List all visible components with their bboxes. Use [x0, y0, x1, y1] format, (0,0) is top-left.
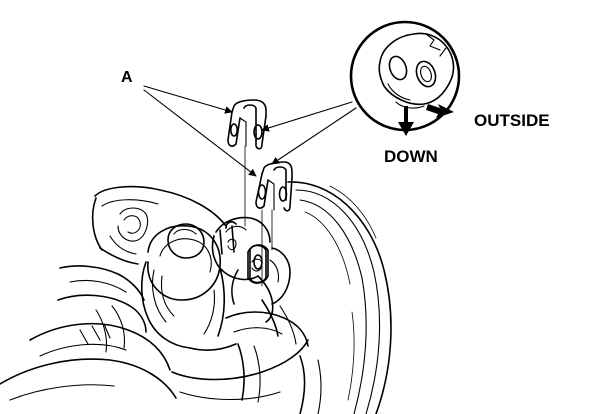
shim-middle — [255, 161, 293, 212]
knuckle-body — [0, 185, 322, 414]
outside-arrow — [426, 104, 454, 118]
label-a-leaders — [143, 85, 257, 177]
detail-inset — [349, 20, 461, 132]
brake-rotor — [287, 181, 392, 414]
label-down: DOWN — [384, 147, 438, 166]
shim-upper — [227, 99, 267, 150]
label-a: A — [121, 69, 133, 86]
down-arrow — [398, 106, 414, 136]
direction-arrows — [398, 104, 454, 136]
label-outside: OUTSIDE — [474, 111, 550, 130]
caliper-bracket — [211, 216, 297, 345]
guide-lines — [244, 145, 273, 287]
inset-leaders — [261, 101, 357, 165]
